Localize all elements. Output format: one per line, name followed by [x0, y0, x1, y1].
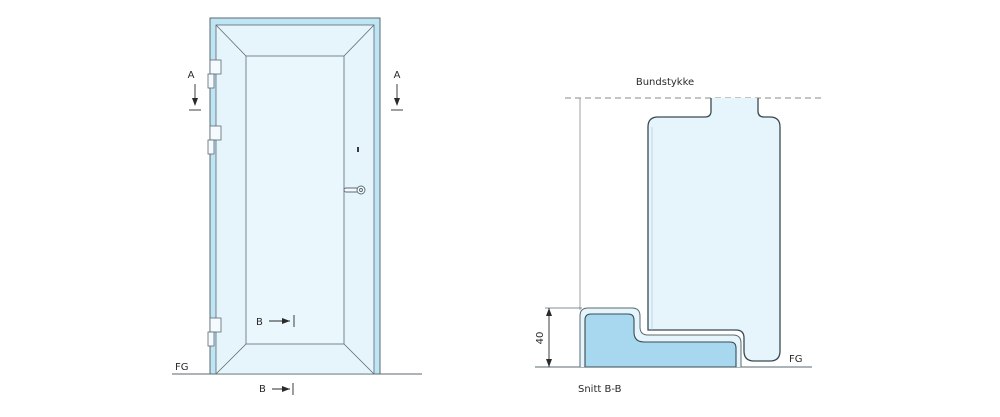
- bottom-rail-profile: [647, 98, 781, 362]
- door-elevation: A A B B FG: [172, 17, 422, 395]
- section-marker-a-left: A: [188, 70, 201, 111]
- threshold-inner: [584, 313, 737, 368]
- keyhole: [357, 147, 359, 152]
- door-bevel-lines: [215, 24, 375, 375]
- section-marker-b-inside: B: [256, 315, 295, 328]
- section-floor-label: FG: [789, 354, 803, 365]
- section-marker-a-right: A: [391, 70, 403, 111]
- section-label-a-right: A: [394, 70, 401, 81]
- section-label-a-left: A: [188, 70, 195, 81]
- section-top-label: Bundstykke: [636, 77, 694, 88]
- door-handle: [343, 185, 366, 195]
- dimension-label: 40: [535, 332, 546, 345]
- section-b-b: Bundstykke 40 FG Snitt B-B: [535, 77, 825, 395]
- section-label-b-inside: B: [256, 317, 263, 328]
- section-marker-b-below: B: [259, 383, 294, 395]
- dimension-40: 40: [535, 307, 582, 367]
- section-caption: Snitt B-B: [578, 384, 622, 395]
- hinge-top: [207, 59, 222, 89]
- hinge-bottom: [207, 317, 222, 347]
- hinge-middle: [207, 125, 222, 155]
- door-panel: [245, 55, 345, 345]
- section-label-b-below: B: [259, 384, 266, 395]
- door-floor-label: FG: [175, 362, 189, 373]
